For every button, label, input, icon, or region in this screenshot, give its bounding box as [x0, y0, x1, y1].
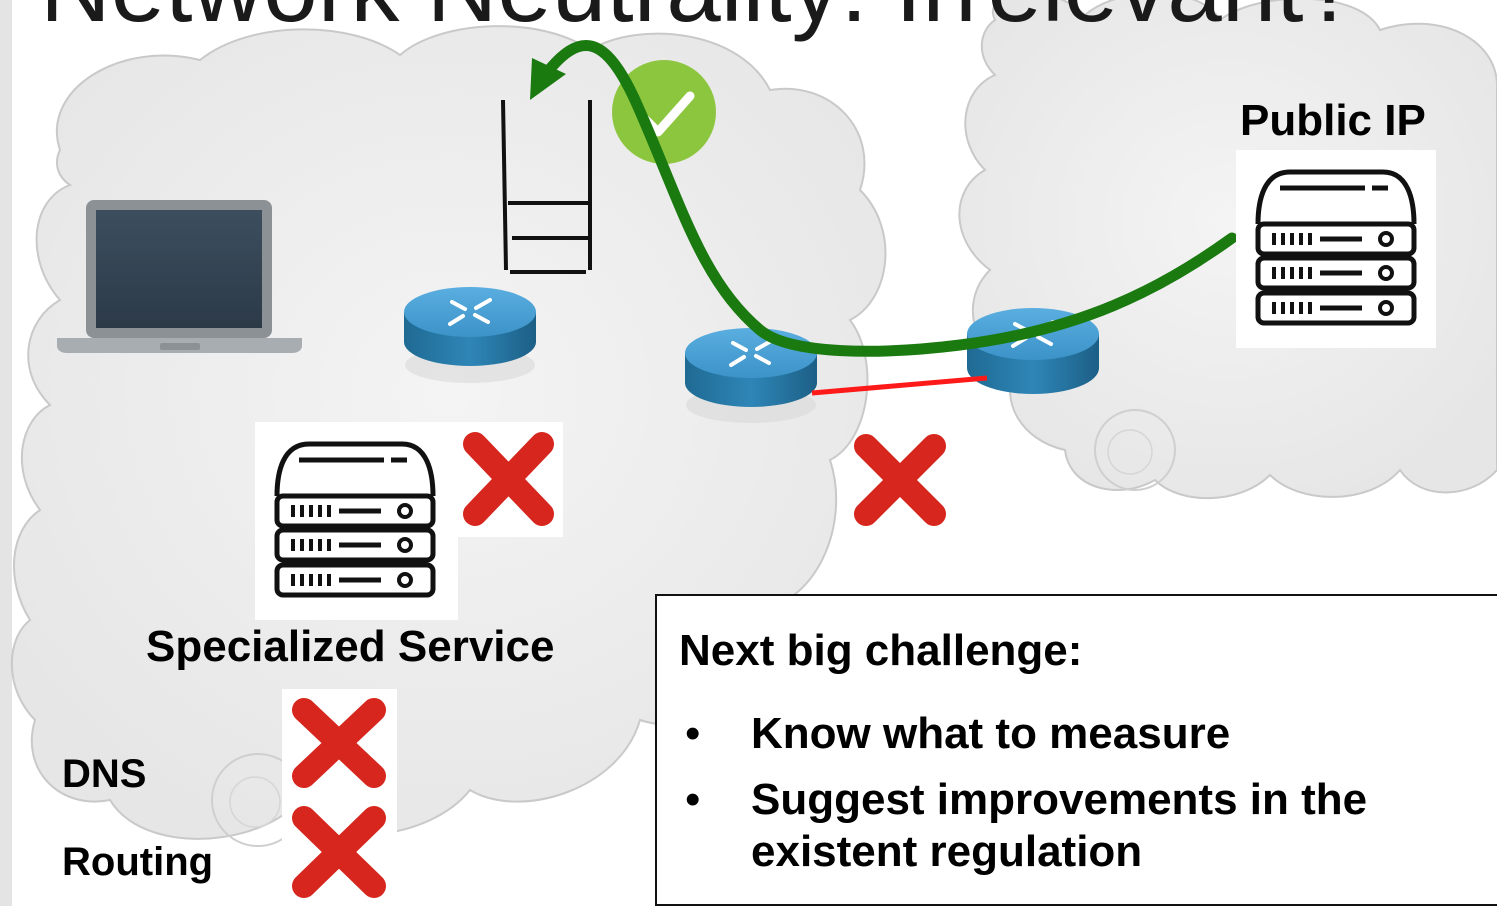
list-item: • Suggest improvements in the existent r… [685, 774, 1497, 878]
cross-icon-link [854, 434, 946, 526]
server-icon-specialized [255, 422, 458, 620]
server-icon-public [1236, 150, 1436, 348]
dns-label: DNS [62, 752, 147, 796]
bullet-icon: • [685, 775, 701, 824]
challenge-heading: Next big challenge: [679, 626, 1083, 675]
cross-icon-routing [282, 796, 397, 906]
challenge-box: Next big challenge: • Know what to measu… [655, 594, 1497, 906]
broken-link [811, 375, 988, 396]
left-edge-strip [0, 0, 12, 906]
cross-icon-specialized [455, 422, 563, 537]
green-path-arrow [530, 40, 1238, 357]
public-ip-label: Public IP [1240, 96, 1426, 145]
cross-icon-dns [282, 689, 397, 796]
specialized-service-label: Specialized Service [146, 622, 555, 671]
bullet-icon: • [685, 709, 701, 758]
ladder-icon [501, 99, 592, 274]
list-item: • Know what to measure [685, 708, 1497, 760]
router-icon [404, 287, 536, 383]
challenge-list: • Know what to measure • Suggest improve… [685, 708, 1497, 878]
laptop-icon [57, 200, 302, 353]
list-item-text: Know what to measure [751, 709, 1231, 758]
slide-title: Network Neutrality: Irrelevant? [40, 0, 1358, 36]
list-item-text: Suggest improvements in the existent reg… [751, 775, 1368, 876]
routing-label: Routing [62, 840, 214, 884]
